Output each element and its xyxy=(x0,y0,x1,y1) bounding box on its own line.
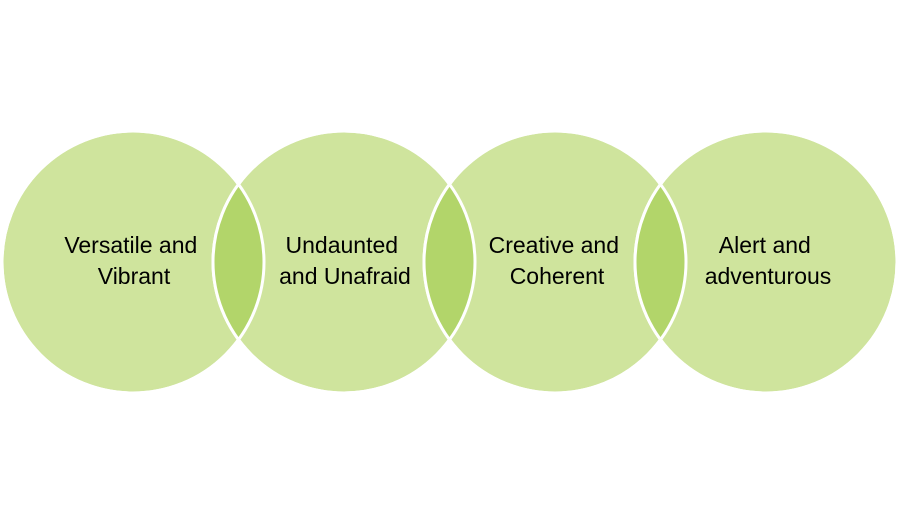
circle-1-label-line1: Versatile and xyxy=(64,232,197,258)
circle-2-label-line2: and Unafraid xyxy=(279,263,411,289)
circle-3-label: Creative and Coherent xyxy=(489,232,626,289)
circle-1-label: Versatile and Vibrant xyxy=(64,232,203,289)
circle-4-label-line1: Alert and xyxy=(719,232,811,258)
circle-2-label: Undaunted and Unafraid xyxy=(279,232,411,289)
circle-outlines xyxy=(0,129,899,395)
circle-4-label: Alert and adventurous xyxy=(705,232,832,289)
circle-4-label-line2: adventurous xyxy=(705,263,832,289)
circle-1-label-line2: Vibrant xyxy=(98,263,171,289)
circle-2-label-line1: Undaunted xyxy=(286,232,399,258)
circle-3-label-line2: Coherent xyxy=(510,263,605,289)
circle-3-label-line1: Creative and xyxy=(489,232,619,258)
